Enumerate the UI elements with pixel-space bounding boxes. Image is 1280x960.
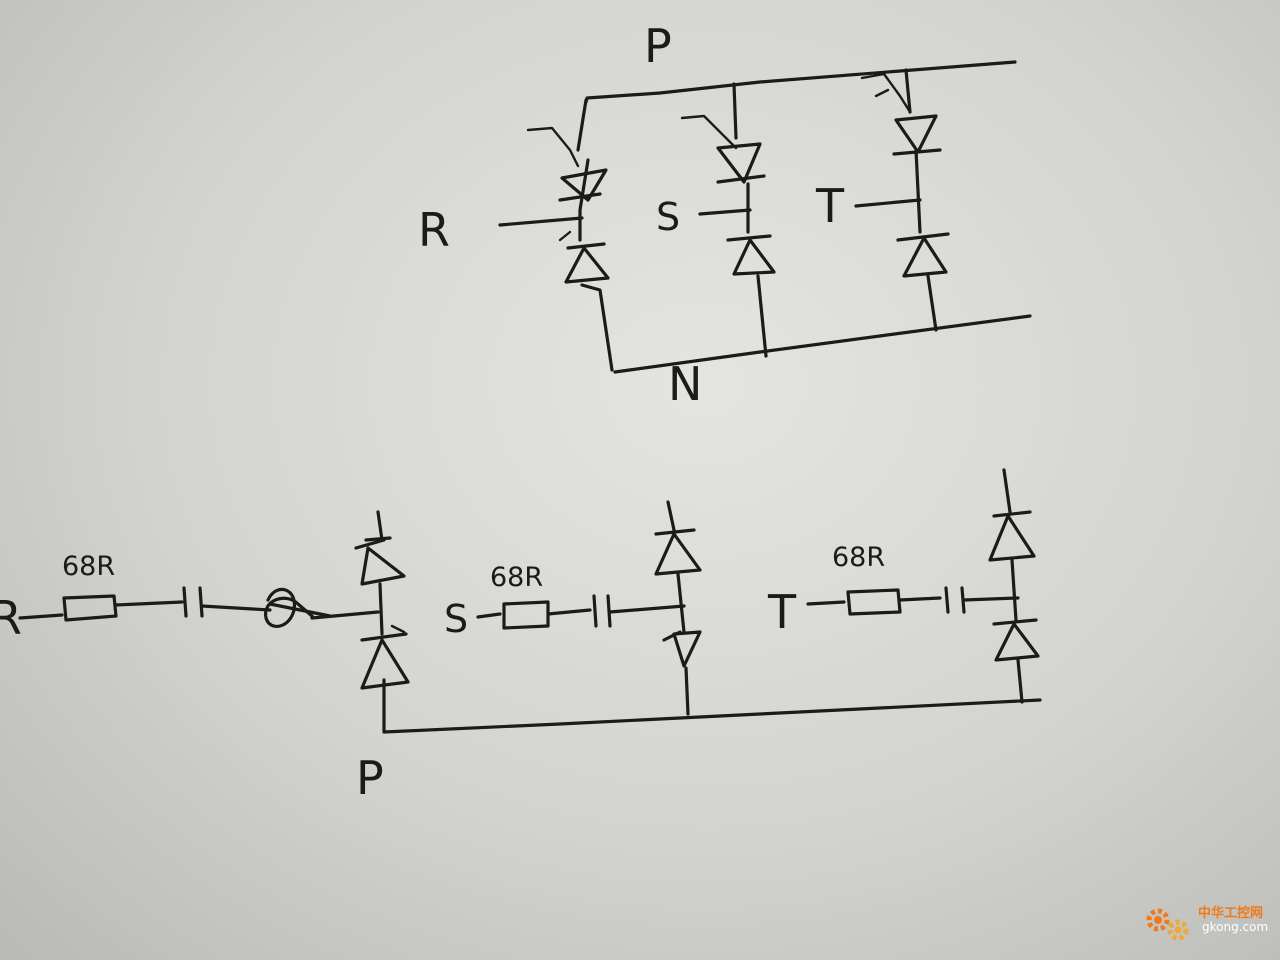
watermark-en-text: gkong.com — [1202, 920, 1269, 934]
bottom-leg-s — [476, 500, 702, 716]
bottom-t-resistor-label: 68R — [832, 542, 885, 573]
top-n-bus — [613, 314, 1032, 374]
bottom-s-resistor-label: 68R — [490, 562, 543, 593]
gkong-watermark: 中华工控网 gkong.com — [1140, 898, 1272, 948]
bottom-s-label: S — [444, 597, 468, 641]
top-t-label: T — [815, 179, 845, 233]
bottom-p-bus — [382, 678, 1042, 734]
top-r-label: R — [418, 203, 450, 257]
bottom-t-label: T — [767, 585, 797, 639]
top-leg-t — [854, 68, 950, 332]
top-p-label: P — [644, 19, 672, 73]
bottom-leg-t — [806, 468, 1040, 704]
top-s-label: S — [656, 195, 680, 239]
bottom-r-label: R — [0, 591, 22, 645]
top-leg-r — [498, 98, 614, 372]
watermark-cn-text: 中华工控网 — [1198, 906, 1264, 921]
bottom-r-resistor-label: 68R — [62, 551, 115, 582]
bottom-snubber-circuit: 68R 68R 68R R S T P — [0, 468, 1042, 805]
gear-icon — [1146, 908, 1189, 941]
bottom-leg-r — [18, 510, 410, 690]
top-leg-s — [680, 82, 776, 358]
top-bridge-circuit: P N R S T — [418, 19, 1032, 411]
top-n-label: N — [668, 357, 702, 411]
bottom-p-label: P — [356, 751, 384, 805]
